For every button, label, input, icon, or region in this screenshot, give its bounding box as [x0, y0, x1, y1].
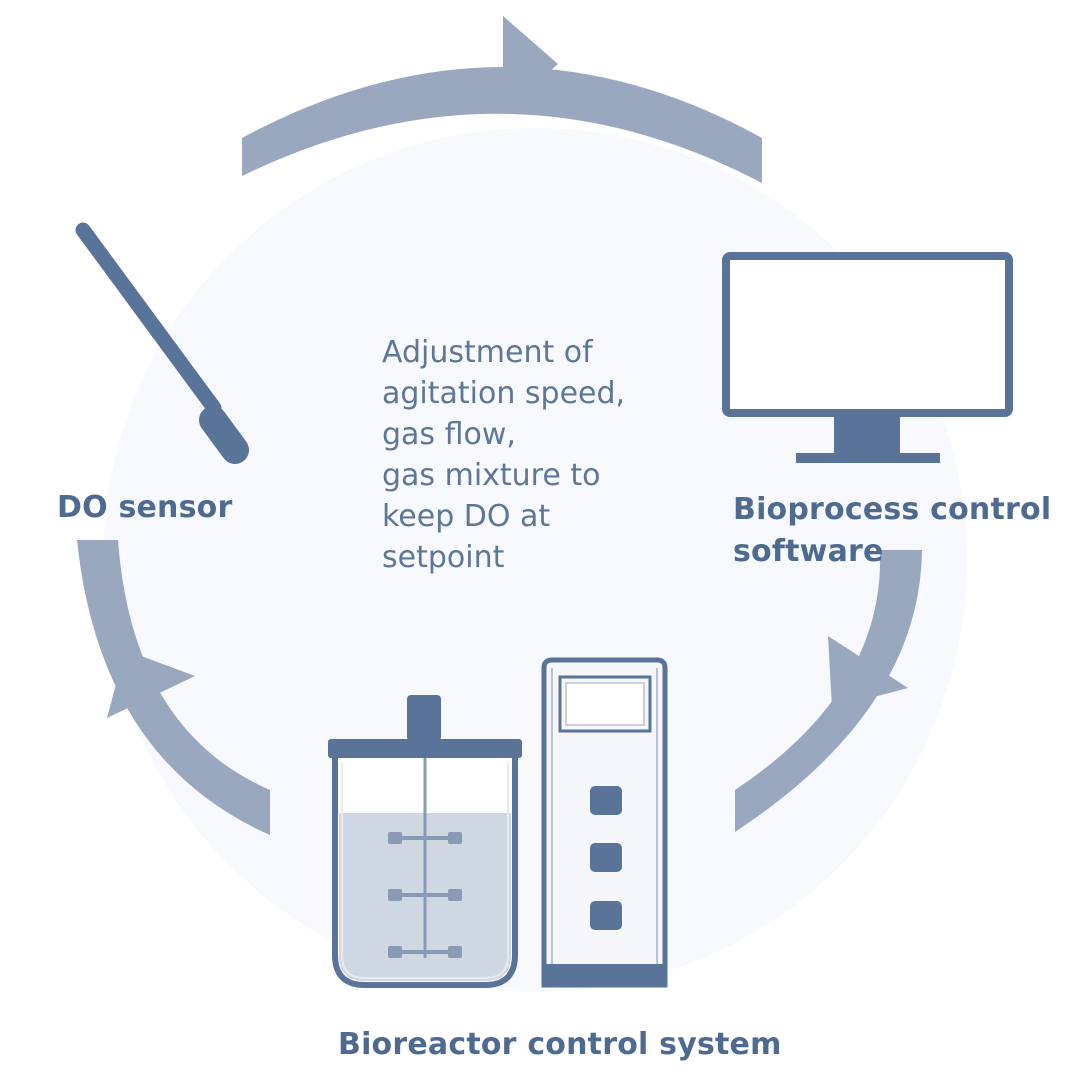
do-sensor-probe-icon [75, 222, 249, 464]
description-line: setpoint [382, 540, 505, 575]
bioreactor-system-label: Bioreactor control system [338, 1027, 782, 1062]
description-line: Adjustment of [382, 335, 593, 370]
cycle-arrow-left-icon [77, 540, 270, 835]
description-line: gas flow, [382, 417, 516, 452]
bioprocess-software-label-line-1: Bioprocess control [733, 492, 1052, 527]
description-line: keep DO at [382, 499, 551, 534]
control-action-description: Adjustment of agitation speed, gas flow,… [382, 332, 625, 578]
cycle-arrow-right-icon [735, 550, 922, 832]
do-sensor-label: DO sensor [57, 490, 233, 525]
bioprocess-software-label-line-2: software [733, 534, 884, 569]
cycle-arrow-top-icon [242, 16, 762, 183]
computer-monitor-icon [722, 252, 1013, 463]
description-line: agitation speed, [382, 376, 626, 411]
controller-unit-icon [541, 657, 668, 988]
bioreactor-vessel-icon [328, 695, 522, 988]
bioprocess-software-label: Bioprocess control software [733, 489, 1051, 573]
description-line: gas mixture to [382, 458, 601, 493]
